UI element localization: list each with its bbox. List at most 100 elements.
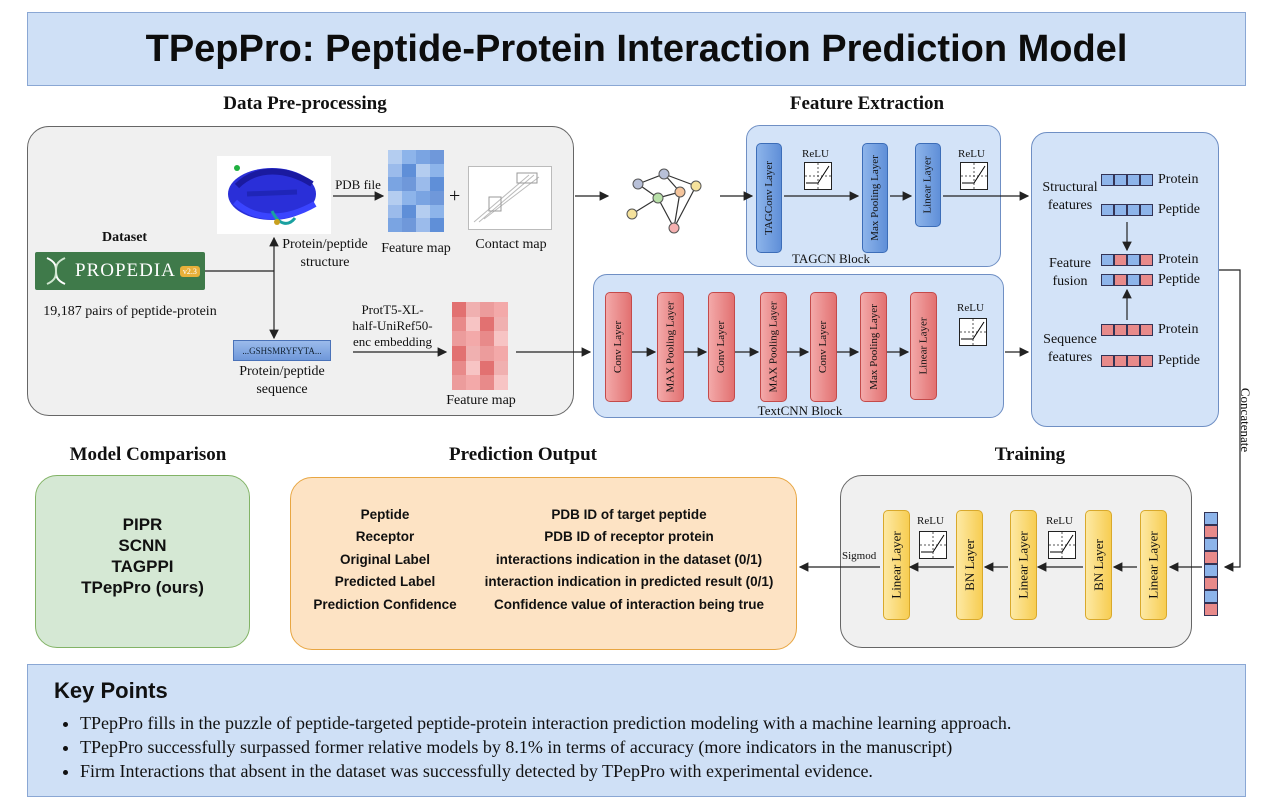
model-item: SCNN (118, 536, 167, 555)
prediction-field: Original Label (339, 551, 431, 567)
feature-map-cell (452, 375, 466, 390)
feature-map-cell (388, 150, 402, 164)
fusion-line2: fusion (1052, 274, 1088, 289)
section-title-model-comparison: Model Comparison (69, 444, 227, 465)
pdb-file-label: PDB file (335, 177, 381, 192)
sequence-box: ...GSHSMRYFYTA... (233, 340, 331, 361)
contact-map-label: Contact map (475, 237, 547, 252)
fused-protein-vector (1101, 254, 1153, 266)
prediction-description: interactions indication in the dataset (… (495, 551, 763, 567)
feature-map-cell (388, 163, 402, 178)
training-layer-2-label: Linear Layer (1015, 531, 1031, 599)
tagcn-layer-1-label: Max Pooling Layer (869, 155, 882, 241)
dataset-label: Dataset (102, 230, 148, 245)
sequence-protein-vector (1101, 324, 1153, 336)
feature-map-cell (402, 163, 416, 178)
key-point-item: Firm Interactions that absent in the dat… (80, 761, 1011, 782)
feature-map-cell (480, 302, 494, 317)
sequence-peptide-label: Peptide (1158, 353, 1200, 368)
textcnn-relu-label: ReLU (957, 302, 984, 314)
key-point-item: TPepPro fills in the puzzle of peptide-t… (80, 713, 1011, 734)
model-comparison-panel: PIPR SCNN TAGPPI TPepPro (ours) (35, 475, 250, 648)
textcnn-layer-0: Conv Layer (605, 292, 632, 402)
feature-map-cell (494, 331, 508, 346)
feature-map-cell (430, 204, 444, 219)
embedding-line1: ProtT5-XL- (361, 302, 424, 317)
feature-map-cell (480, 316, 494, 332)
prediction-description: PDB ID of receptor protein (544, 529, 714, 545)
dataset-pairs: 19,187 pairs of peptide-protein (43, 304, 217, 319)
prediction-field: Receptor (355, 529, 415, 545)
fused-peptide-vector (1101, 274, 1153, 286)
feature-map-cell (480, 331, 494, 346)
embedding-line3: enc embedding (352, 334, 433, 349)
textcnn-layer-6: Linear Layer (910, 292, 937, 400)
feature-map-cell (480, 375, 494, 390)
textcnn-layer-4: Conv Layer (810, 292, 837, 402)
protein-structure-image (217, 156, 331, 234)
model-item: PIPR (122, 515, 163, 534)
sequence-label-line1: Protein/peptide (239, 364, 325, 379)
training-layer-1-label: BN Layer (961, 539, 977, 591)
feature-fusion-label: Feature fusion (1036, 255, 1104, 291)
structural-protein-label: Protein (1158, 172, 1199, 187)
structural-line1: Structural (1042, 180, 1098, 195)
feature-map-cell (480, 360, 494, 376)
feature-map-cell (388, 190, 402, 205)
feature-map-label-1: Feature map (381, 241, 451, 256)
training-layer-4-label: Linear Layer (1145, 531, 1161, 599)
blue-feature-map (388, 150, 444, 232)
tagcn-layer-2-label: Linear Layer (922, 156, 935, 214)
concat-cell (1204, 577, 1218, 590)
feature-map-cell (402, 177, 416, 191)
model-item: TPepPro (ours) (81, 578, 204, 597)
relu-icon (959, 318, 987, 346)
graph-icon (618, 156, 708, 236)
page-title: TPepPro: Peptide-Protein Interaction Pre… (145, 27, 1128, 70)
feature-map-cell (466, 302, 480, 317)
section-title-prediction-output: Prediction Output (449, 444, 597, 465)
relu-icon (804, 162, 832, 190)
concatenate-label-wrap: Concatenate (1238, 380, 1253, 460)
prediction-description: Confidence value of interaction being tr… (493, 596, 765, 612)
structural-features-label: Structural features (1036, 179, 1104, 215)
feature-map-cell (388, 204, 402, 219)
tagcn-layer-0-label: TAGConv Layer (763, 161, 775, 235)
section-title-preprocessing: Data Pre-processing (223, 93, 387, 114)
training-layer-0-label: Linear Layer (888, 531, 904, 599)
concat-cell (1204, 564, 1218, 577)
tagcn-layer-1: Max Pooling Layer (862, 143, 888, 253)
feature-map-cell (452, 316, 466, 332)
training-layer-1: BN Layer (956, 510, 983, 620)
textcnn-layer-4-label: Conv Layer (817, 320, 830, 374)
prediction-field: Predicted Label (334, 574, 436, 590)
sigmod-label: Sigmod (842, 550, 877, 562)
structural-line2: features (1047, 198, 1093, 213)
title-banner: TPepPro: Peptide-Protein Interaction Pre… (27, 12, 1246, 86)
sequence-protein-label: Protein (1158, 322, 1199, 337)
feature-map-cell (430, 190, 444, 205)
textcnn-layer-1: MAX Pooling Layer (657, 292, 684, 402)
training-relu-label-1: ReLU (917, 515, 944, 527)
feature-map-cell (416, 163, 430, 178)
model-item: TAGPPI (111, 557, 174, 576)
feature-map-cell (402, 218, 416, 232)
model-list: PIPR SCNN TAGPPI TPepPro (ours) (36, 514, 249, 598)
structure-label: Protein/peptide structure (270, 236, 380, 272)
key-points-title: Key Points (54, 678, 168, 703)
training-layer-0: Linear Layer (883, 510, 910, 620)
textcnn-block (593, 274, 1004, 418)
textcnn-layer-0-label: Conv Layer (612, 320, 625, 374)
textcnn-layer-2: Conv Layer (708, 292, 735, 402)
key-points-panel: Key Points TPepPro fills in the puzzle o… (27, 664, 1246, 797)
prediction-row: Original Label interactions indication in… (291, 548, 796, 571)
feature-map-cell (388, 218, 402, 232)
key-points-list: TPepPro fills in the puzzle of peptide-t… (56, 713, 1011, 785)
training-layer-4: Linear Layer (1140, 510, 1167, 620)
concat-cell (1204, 603, 1218, 616)
fusion-line1: Feature (1049, 256, 1091, 271)
plus-sign: + (449, 185, 461, 207)
